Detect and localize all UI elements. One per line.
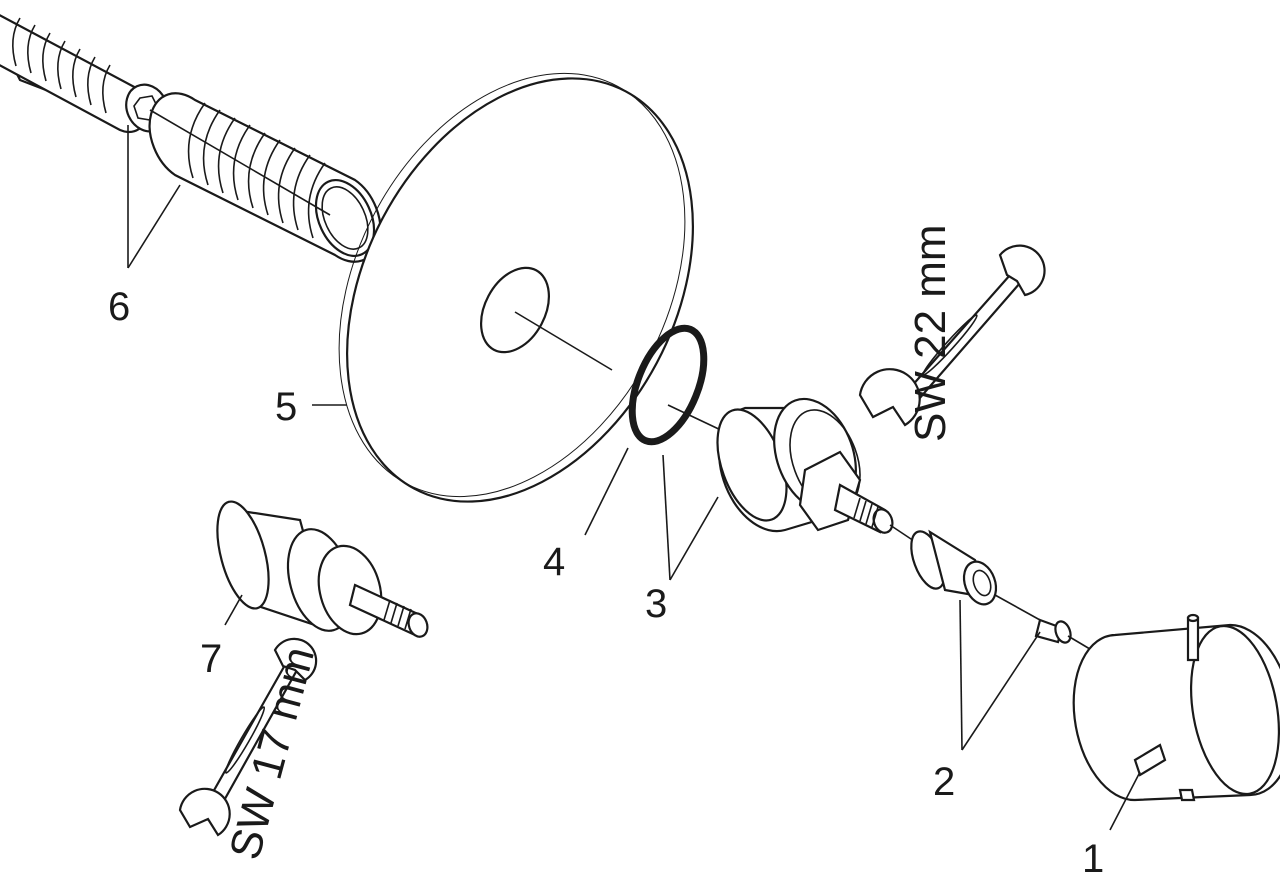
adapter-ring: [910, 529, 998, 606]
leader-line-7: [224, 594, 243, 626]
axis-line-4: [667, 404, 726, 433]
leader-line-2b: [961, 631, 1041, 751]
escutcheon-plate: [338, 72, 694, 503]
label-part-6: 6: [108, 285, 130, 329]
label-part-1: 1: [1082, 837, 1104, 880]
set-screw: [1034, 618, 1072, 644]
leader-line-4: [584, 447, 629, 536]
leader-line-3a: [662, 454, 671, 581]
leader-line-3b: [669, 496, 719, 581]
valve-cartridge: [716, 397, 894, 534]
axis-line-6: [149, 109, 331, 216]
wrench-sw22-icon: [858, 244, 1046, 427]
axis-line-2: [994, 594, 1041, 621]
label-part-7: 7: [200, 637, 222, 681]
alt-valve-cartridge: [216, 500, 429, 638]
label-part-4: 4: [543, 540, 565, 584]
leader-line-1: [1109, 771, 1141, 831]
leader-line-6b: [127, 184, 181, 269]
o-ring: [628, 324, 708, 446]
label-part-5: 5: [275, 385, 297, 429]
wrench-sw17-icon: [178, 637, 318, 837]
handle-knob: [1072, 613, 1280, 802]
leader-line-2a: [959, 599, 963, 751]
axis-line-5: [514, 311, 613, 371]
label-part-2: 2: [933, 760, 955, 804]
wrench-size-22: SW 22 mm: [906, 224, 955, 442]
label-part-3: 3: [645, 582, 667, 626]
